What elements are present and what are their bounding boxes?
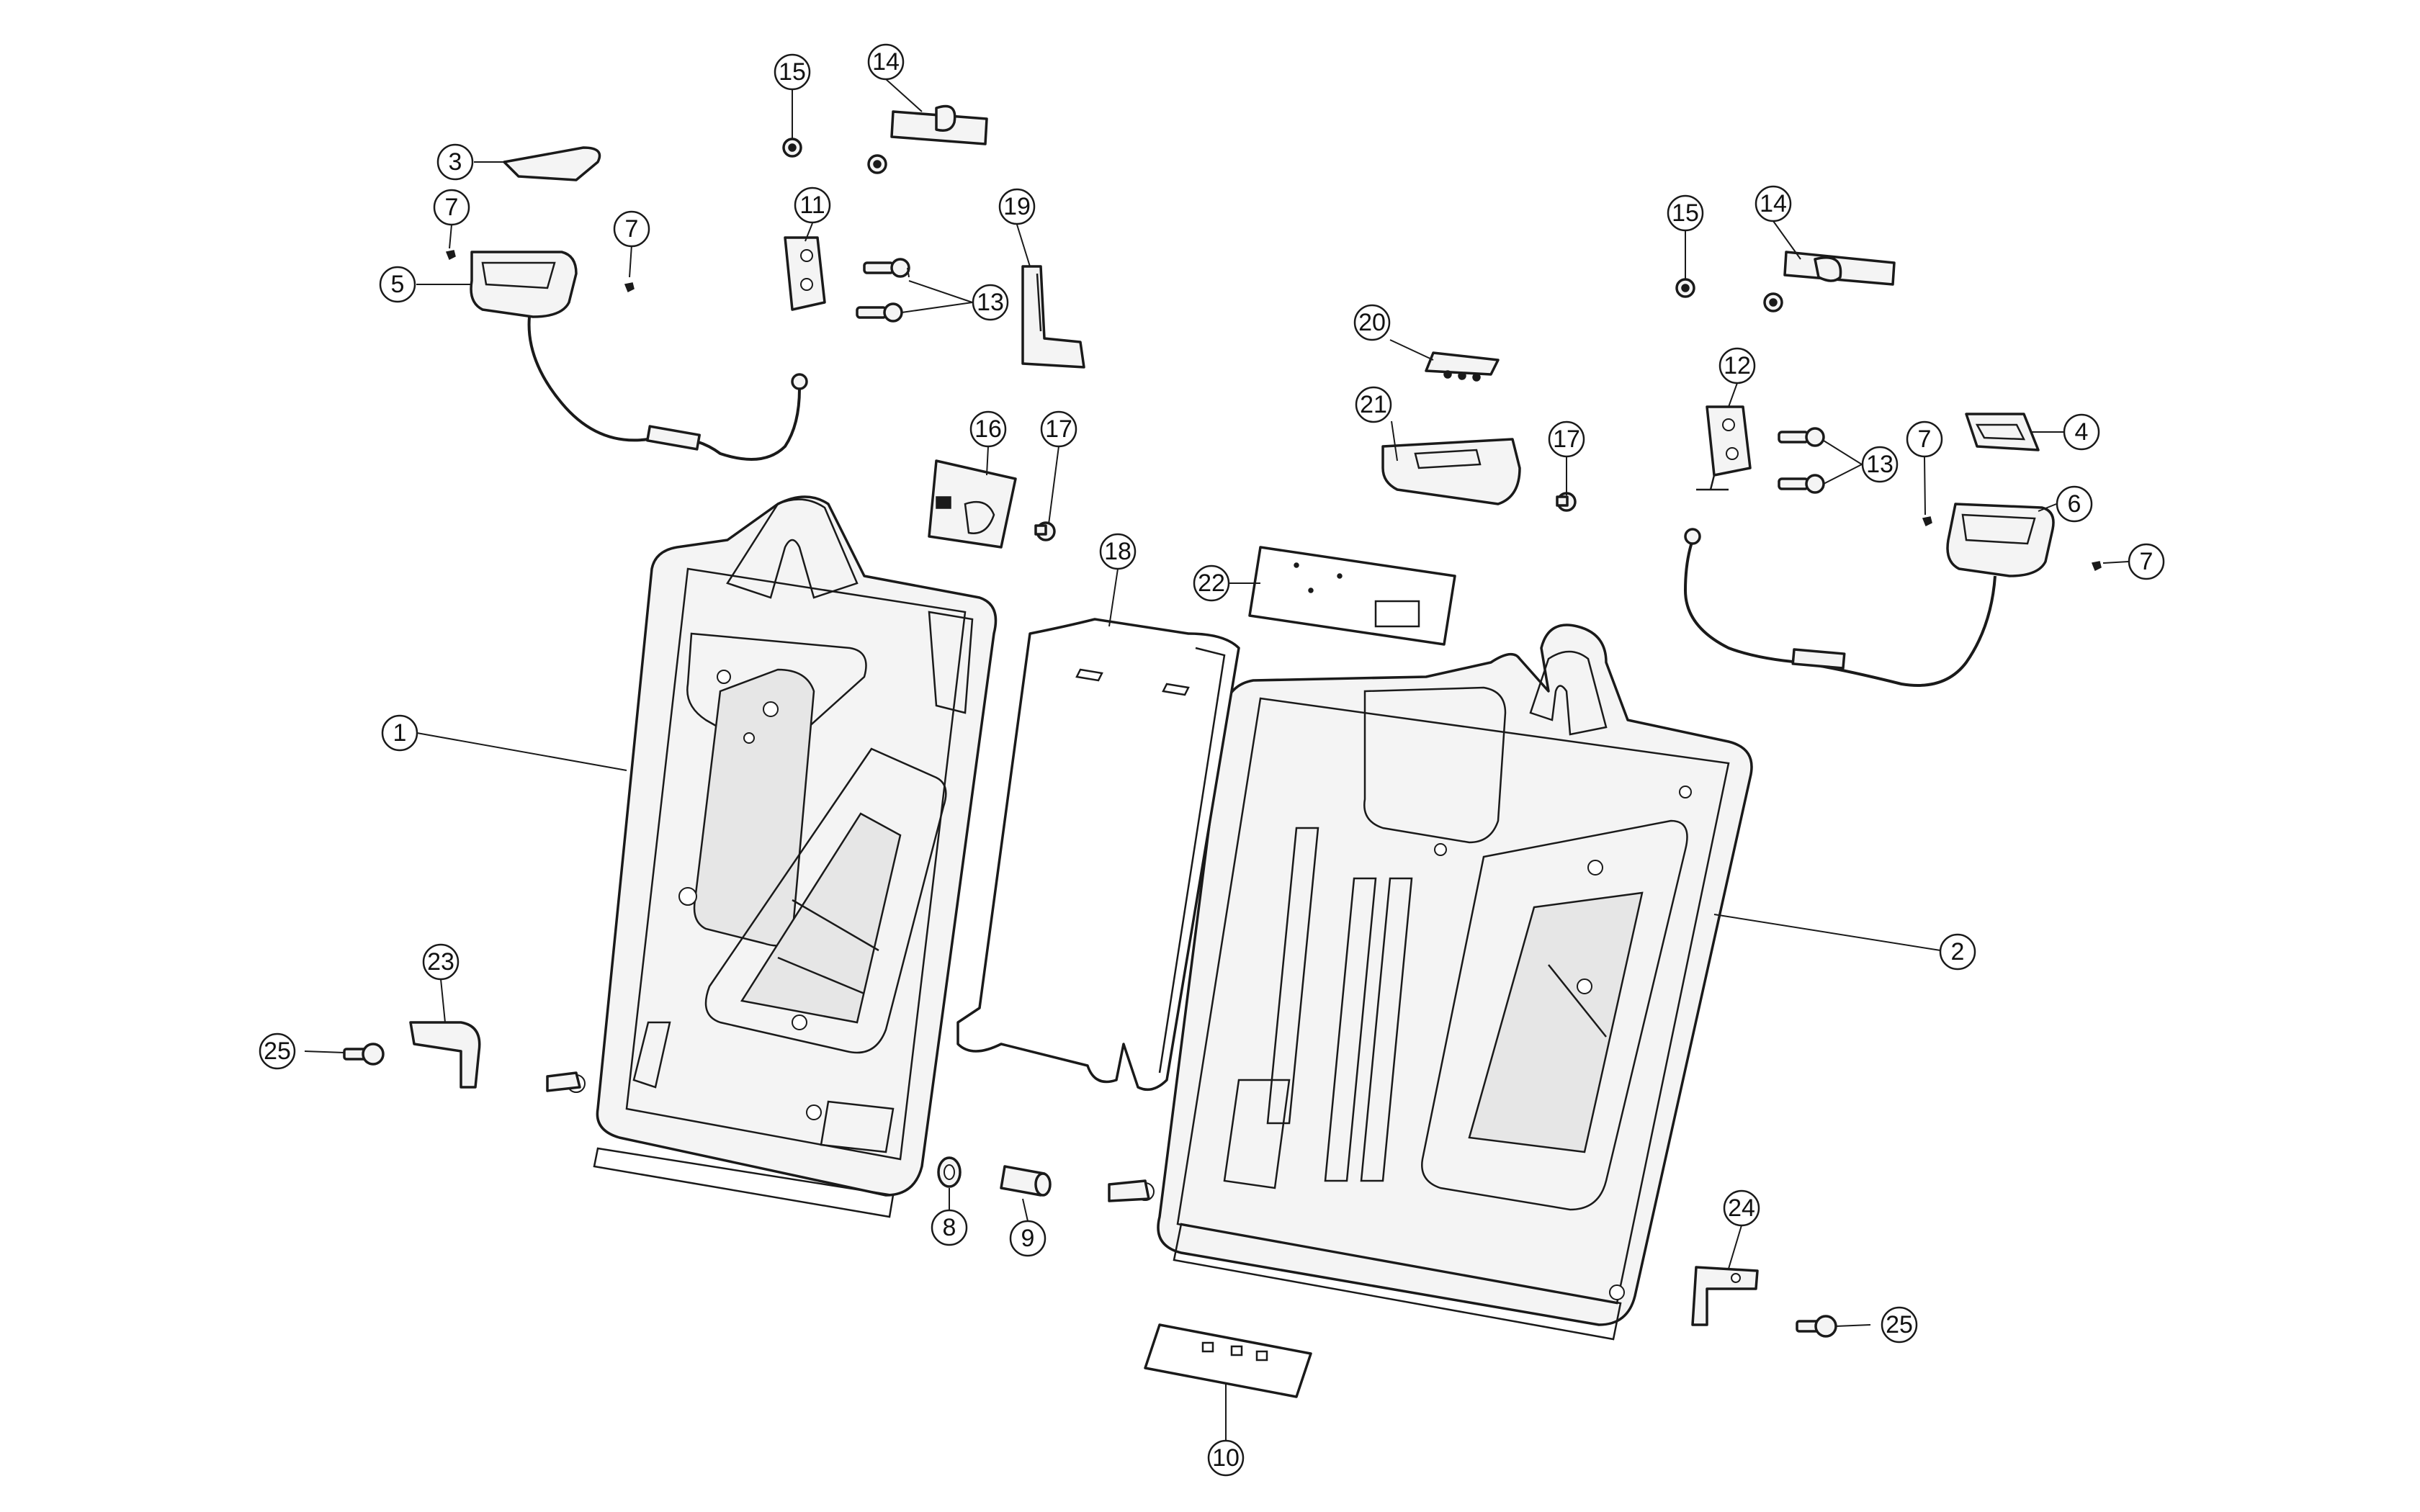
callout-25-a: 25 <box>259 1032 296 1070</box>
svg-text:1: 1 <box>393 719 407 747</box>
callout-6: 6 <box>2056 485 2093 523</box>
svg-text:2: 2 <box>1951 938 1965 966</box>
part-22-plate <box>1248 546 1456 646</box>
svg-text:8: 8 <box>943 1214 956 1241</box>
part-14-striker-left <box>890 104 988 145</box>
leader-lines <box>304 78 2129 1440</box>
callout-11: 11 <box>794 186 831 224</box>
callout-15-a: 15 <box>774 53 811 91</box>
svg-text:15: 15 <box>1672 199 1699 227</box>
svg-text:21: 21 <box>1360 391 1387 418</box>
svg-text:22: 22 <box>1198 570 1225 597</box>
svg-text:9: 9 <box>1021 1225 1035 1252</box>
callout-17-b: 17 <box>1548 420 1585 458</box>
callout-7-b: 7 <box>613 210 650 248</box>
svg-text:7: 7 <box>445 194 459 221</box>
svg-text:7: 7 <box>625 215 639 243</box>
svg-text:17: 17 <box>1045 415 1072 443</box>
callout-14-a: 14 <box>867 43 905 81</box>
callout-21: 21 <box>1355 386 1392 423</box>
part-6-release-handle-right <box>1683 503 2055 687</box>
svg-text:14: 14 <box>872 48 900 76</box>
svg-text:20: 20 <box>1358 309 1386 336</box>
svg-text:13: 13 <box>1866 451 1894 478</box>
callout-7-d: 7 <box>2128 543 2165 580</box>
svg-text:7: 7 <box>1918 426 1932 453</box>
svg-text:19: 19 <box>1003 193 1031 220</box>
svg-text:24: 24 <box>1728 1194 1755 1222</box>
callout-23: 23 <box>422 943 460 981</box>
part-12-latch-right <box>1696 405 1752 491</box>
part-16-bracket <box>928 459 1017 549</box>
svg-text:10: 10 <box>1212 1444 1240 1472</box>
callout-24: 24 <box>1723 1189 1760 1227</box>
svg-text:25: 25 <box>264 1038 291 1065</box>
callout-1: 1 <box>381 714 418 752</box>
part-1-left-seatback-frame <box>546 495 998 1218</box>
callout-17-a: 17 <box>1040 410 1077 448</box>
callout-15-b: 15 <box>1667 194 1704 232</box>
part-9-bushing <box>1000 1165 1052 1197</box>
part-11-latch-left <box>784 236 826 311</box>
callout-20: 20 <box>1353 304 1391 341</box>
part-10-plate <box>1144 1323 1312 1398</box>
svg-text:6: 6 <box>2068 490 2081 518</box>
part-19-bracket <box>1021 265 1085 369</box>
callout-7-c: 7 <box>1906 420 1943 458</box>
callout-7-a: 7 <box>433 189 470 226</box>
fasteners <box>343 138 2102 1338</box>
callout-13-b: 13 <box>1861 446 1899 483</box>
callout-10: 10 <box>1207 1439 1245 1477</box>
part-18-centre-panel <box>956 618 1240 1092</box>
callout-8: 8 <box>931 1209 968 1246</box>
part-8-washer <box>937 1156 962 1188</box>
callout-2: 2 <box>1939 933 1976 971</box>
svg-text:25: 25 <box>1886 1311 1913 1338</box>
callout-16: 16 <box>969 410 1007 448</box>
part-20-clip <box>1425 351 1500 382</box>
callout-12: 12 <box>1718 347 1756 384</box>
callout-14-b: 14 <box>1754 185 1792 222</box>
svg-text:12: 12 <box>1724 352 1751 379</box>
callout-4: 4 <box>2063 413 2100 451</box>
callout-5: 5 <box>379 266 416 303</box>
callout-13-a: 13 <box>972 284 1009 321</box>
svg-text:17: 17 <box>1553 426 1580 453</box>
svg-text:11: 11 <box>799 192 825 219</box>
svg-text:4: 4 <box>2075 418 2089 446</box>
callout-22: 22 <box>1193 564 1230 602</box>
callout-3: 3 <box>436 143 474 181</box>
callout-18: 18 <box>1099 533 1137 570</box>
part-5-release-handle-left <box>470 251 808 461</box>
part-4-cover-right <box>1965 413 2040 451</box>
part-3-cover-left <box>503 146 601 181</box>
svg-text:18: 18 <box>1104 538 1131 565</box>
part-21-cover <box>1381 438 1521 505</box>
callout-9: 9 <box>1009 1220 1047 1257</box>
svg-text:7: 7 <box>2140 548 2154 575</box>
part-2-right-seatback-frame <box>1108 624 1753 1341</box>
part-24-bracket <box>1691 1266 1759 1326</box>
svg-text:13: 13 <box>977 289 1004 316</box>
svg-text:3: 3 <box>449 148 462 176</box>
svg-text:5: 5 <box>391 271 405 298</box>
part-23-bracket <box>409 1021 481 1089</box>
part-14-striker-right <box>1783 251 1896 286</box>
callout-25-b: 25 <box>1881 1306 1918 1344</box>
svg-text:14: 14 <box>1760 190 1787 217</box>
callout-19: 19 <box>998 188 1036 225</box>
svg-text:15: 15 <box>779 58 806 86</box>
svg-text:23: 23 <box>427 948 454 976</box>
svg-text:16: 16 <box>974 415 1002 443</box>
